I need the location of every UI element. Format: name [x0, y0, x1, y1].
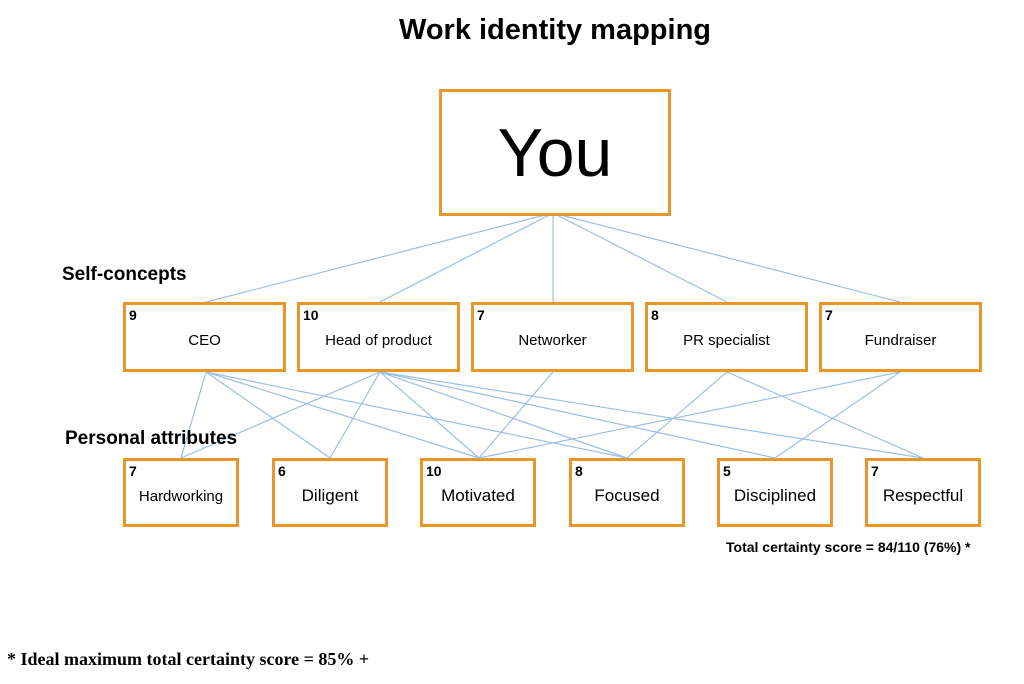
- node-score: 9: [129, 307, 137, 323]
- node-score: 8: [651, 307, 659, 323]
- node-score: 7: [477, 307, 485, 323]
- personal-attributes-heading: Personal attributes: [65, 428, 238, 449]
- edge-head-of-product-to-motivated: [379, 371, 480, 459]
- footnote: * Ideal maximum total certainty score = …: [7, 649, 370, 669]
- node-label: Disciplined: [733, 486, 817, 505]
- edge-pr-specialist-to-focused: [626, 371, 728, 459]
- node-score: 10: [303, 307, 319, 323]
- edge-ceo-to-hardworking: [180, 371, 207, 459]
- node-score: 7: [871, 463, 879, 479]
- node-label: Respectful: [882, 486, 964, 505]
- node-label: CEO: [188, 332, 221, 349]
- node-label: Fundraiser: [864, 332, 937, 349]
- node-score: 8: [575, 463, 583, 479]
- node-score: 5: [723, 463, 731, 479]
- edge-ceo-to-focused: [205, 371, 628, 459]
- node-score: 10: [426, 463, 442, 479]
- node-score: 7: [825, 307, 833, 323]
- node-label: Networker: [518, 332, 587, 349]
- node-label: Diligent: [301, 486, 359, 505]
- edge-fundraiser-to-motivated: [478, 371, 901, 459]
- total-certainty-score: Total certainty score = 84/110 (76%) *: [726, 539, 971, 555]
- edge-root-to-ceo: [205, 212, 554, 303]
- edge-head-of-product-to-focused: [379, 371, 628, 459]
- edge-fundraiser-to-disciplined: [774, 371, 901, 459]
- node-label: Motivated: [441, 486, 515, 505]
- node-score: 7: [129, 463, 137, 479]
- root-label: You: [497, 114, 613, 191]
- edge-head-of-product-to-disciplined: [379, 371, 776, 459]
- edge-pr-specialist-to-respectful: [726, 371, 924, 459]
- node-label: Head of product: [325, 332, 432, 349]
- edge-root-to-fundraiser: [552, 212, 901, 303]
- edge-head-of-product-to-diligent: [329, 371, 381, 459]
- diagram-title: Work identity mapping: [398, 14, 712, 46]
- node-label: Hardworking: [138, 488, 224, 505]
- self-concepts-heading: Self-concepts: [62, 264, 187, 285]
- edge-root-to-head-of-product: [379, 212, 554, 303]
- edge-ceo-to-motivated: [205, 371, 480, 459]
- root-node-you: You: [439, 89, 671, 216]
- node-score: 6: [278, 463, 286, 479]
- edge-networker-to-motivated: [478, 371, 554, 459]
- edge-root-to-pr-specialist: [552, 212, 728, 303]
- edge-head-of-product-to-respectful: [379, 371, 924, 459]
- self-concept-node: 8 PR specialist: [645, 302, 808, 372]
- node-label: Focused: [594, 486, 660, 505]
- node-label: PR specialist: [683, 332, 770, 349]
- edge-head-of-product-to-hardworking: [180, 371, 381, 459]
- edge-ceo-to-diligent: [205, 371, 331, 459]
